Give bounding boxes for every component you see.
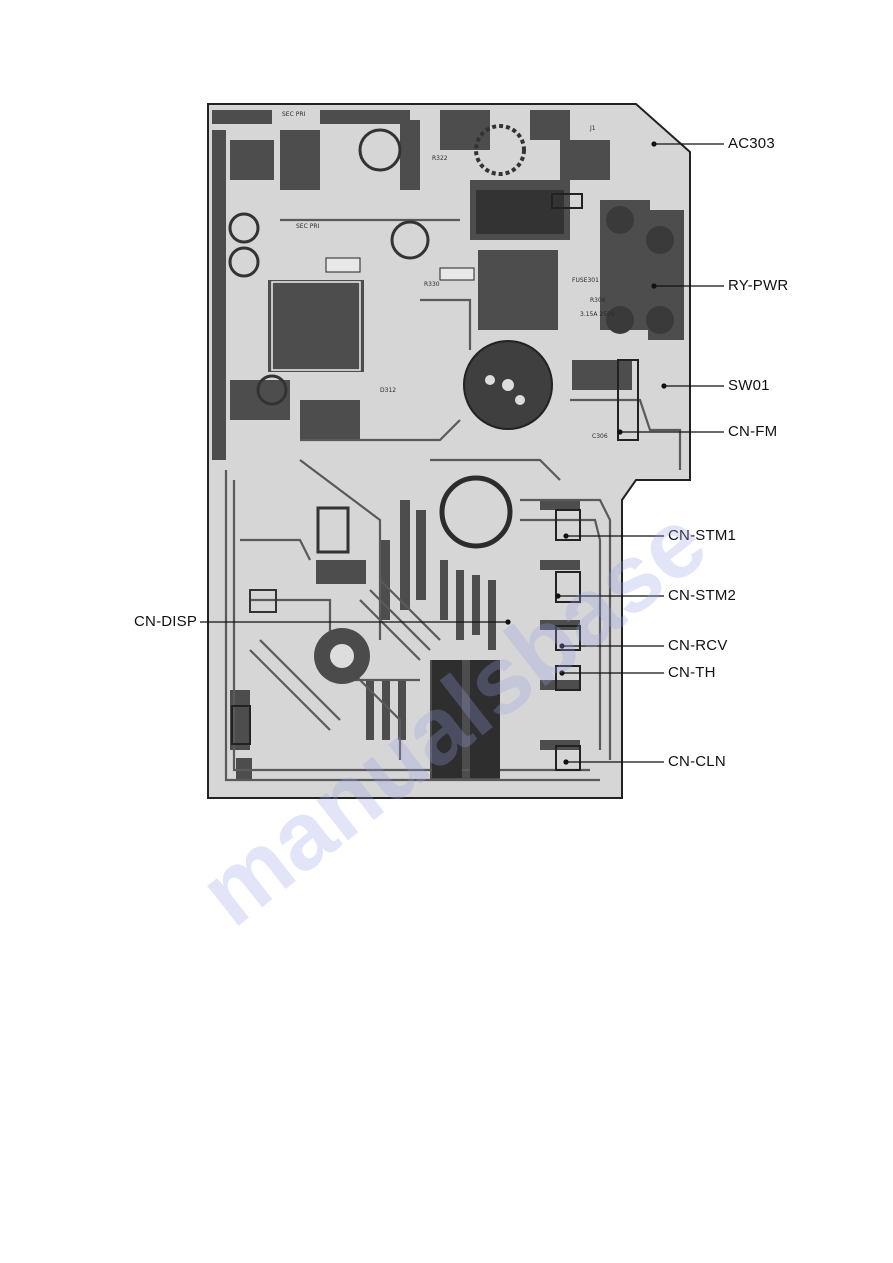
silk-r306: R306 xyxy=(590,297,606,304)
silk-d312: D312 xyxy=(380,387,396,394)
label-sw01: SW01 xyxy=(728,377,770,394)
label-cn-stm1: CN-STM1 xyxy=(668,527,737,544)
label-ac303: AC303 xyxy=(728,135,775,152)
silk-sec-pri-2: SEC PRI xyxy=(296,223,319,230)
capacitor-2 xyxy=(439,475,513,549)
silk-c306: C306 xyxy=(592,433,608,440)
silk-fuse: FUSE301 xyxy=(572,277,599,284)
components xyxy=(228,124,674,778)
silk-j1: J1 xyxy=(589,125,596,132)
capacitor-3 xyxy=(474,124,526,176)
label-cn-cln: CN-CLN xyxy=(668,753,726,770)
silk-sec-pri-1: SEC PRI xyxy=(282,111,305,118)
label-cn-disp: CN-DISP xyxy=(134,613,198,630)
callout-leaders xyxy=(200,141,724,765)
silk-r330: R330 xyxy=(424,281,440,288)
label-cn-th: CN-TH xyxy=(668,664,716,681)
label-cn-rcv: CN-RCV xyxy=(668,637,728,654)
label-cn-stm2: CN-STM2 xyxy=(668,587,737,604)
label-ry-pwr: RY-PWR xyxy=(728,277,789,294)
label-cn-fm: CN-FM xyxy=(728,423,778,440)
silk-r322: R322 xyxy=(432,155,448,162)
silk-rating: 3.15A 250V xyxy=(580,311,616,318)
board-silkscreen: SEC PRI SEC PRI J1 FUSE301 R322 R330 D31… xyxy=(282,111,616,440)
trace-layer xyxy=(224,218,682,782)
